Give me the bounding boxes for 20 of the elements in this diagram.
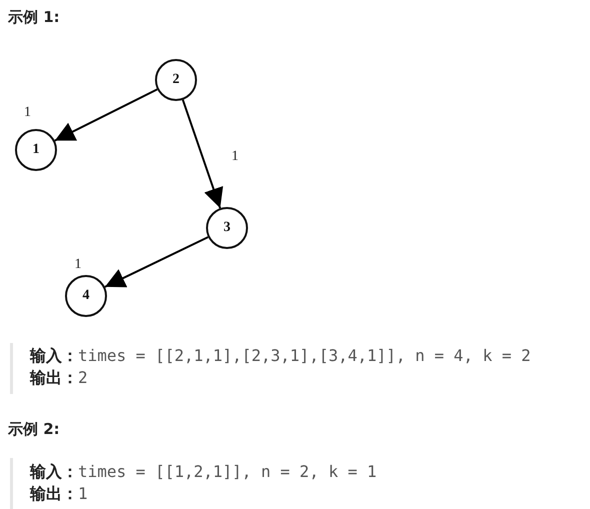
edge-label: 1 bbox=[232, 149, 238, 165]
example-heading: 示例 2: bbox=[8, 420, 60, 439]
code-line: 输入：times = [[1,2,1]], n = 2, k = 1 bbox=[30, 462, 377, 483]
edge-label: 1 bbox=[24, 105, 31, 121]
edge-label: 1 bbox=[74, 257, 82, 273]
code-line: 输出：2 bbox=[30, 368, 88, 389]
node-number: 1 bbox=[32, 142, 40, 158]
code-line: 输出：1 bbox=[30, 484, 88, 505]
node-number: 3 bbox=[224, 220, 230, 236]
graph-node-circle bbox=[155, 59, 197, 101]
arrow bbox=[54, 88, 158, 142]
arrow bbox=[182, 100, 224, 208]
arrow bbox=[104, 236, 209, 288]
example-heading: 示例 1: bbox=[8, 8, 60, 27]
graph-node-circle bbox=[206, 207, 248, 249]
graph-node-circle bbox=[15, 129, 57, 171]
code-line: 输入：times = [[2,1,1],[2,3,1],[3,4,1]], n = 4, k = 2 bbox=[30, 346, 531, 367]
graph-node-circle bbox=[65, 275, 107, 317]
node-number: 4 bbox=[82, 288, 90, 304]
node-number: 2 bbox=[172, 72, 180, 88]
